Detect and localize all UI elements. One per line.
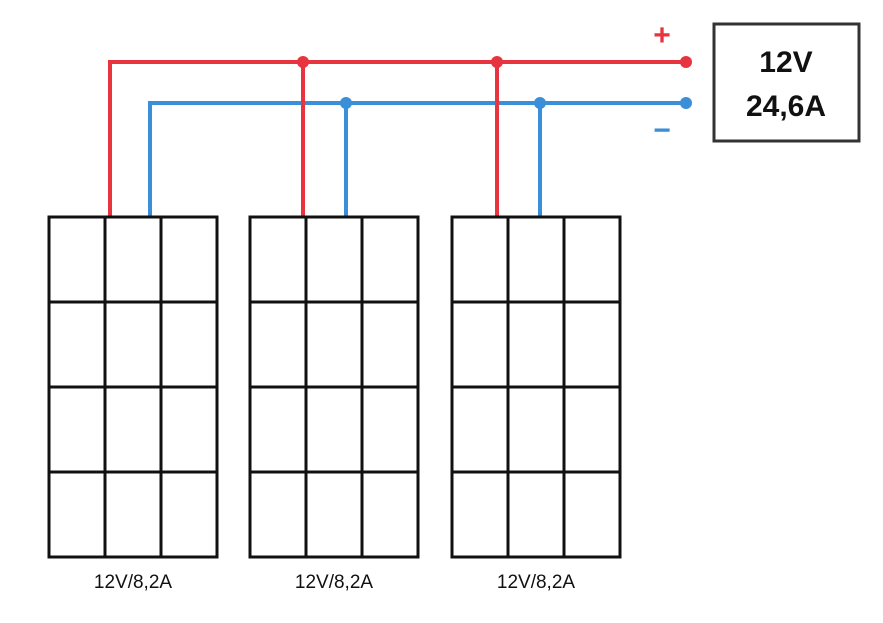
negative-wires xyxy=(148,101,686,216)
solar-panel-3: 12V/8,2A xyxy=(450,215,622,593)
solar-panel-1: 12V/8,2A xyxy=(47,215,219,593)
positive-junction-dot xyxy=(491,56,503,68)
negative-junctions xyxy=(340,97,692,109)
panel-label: 12V/8,2A xyxy=(497,572,575,593)
panel-grid xyxy=(248,215,420,559)
panel-label: 12V/8,2A xyxy=(295,572,373,593)
negative-terminal-dot xyxy=(680,97,692,109)
positive-wires xyxy=(108,60,686,216)
panel-grid xyxy=(47,215,219,559)
positive-terminal-dot xyxy=(680,56,692,68)
negative-junction-dot xyxy=(340,97,352,109)
positive-bus xyxy=(108,60,686,216)
positive-sign: + xyxy=(653,19,671,52)
output-box: 12V 24,6A xyxy=(712,22,861,143)
positive-junctions xyxy=(297,56,692,68)
output-current: 24,6A xyxy=(746,90,826,123)
negative-bus xyxy=(148,101,686,216)
positive-junction-dot xyxy=(297,56,309,68)
negative-sign: − xyxy=(653,114,671,147)
negative-junction-dot xyxy=(534,97,546,109)
output-box-border xyxy=(712,22,861,143)
panel-label: 12V/8,2A xyxy=(94,572,172,593)
output-voltage: 12V xyxy=(759,46,812,79)
solar-panel-2: 12V/8,2A xyxy=(248,215,420,593)
panel-grid xyxy=(450,215,622,559)
